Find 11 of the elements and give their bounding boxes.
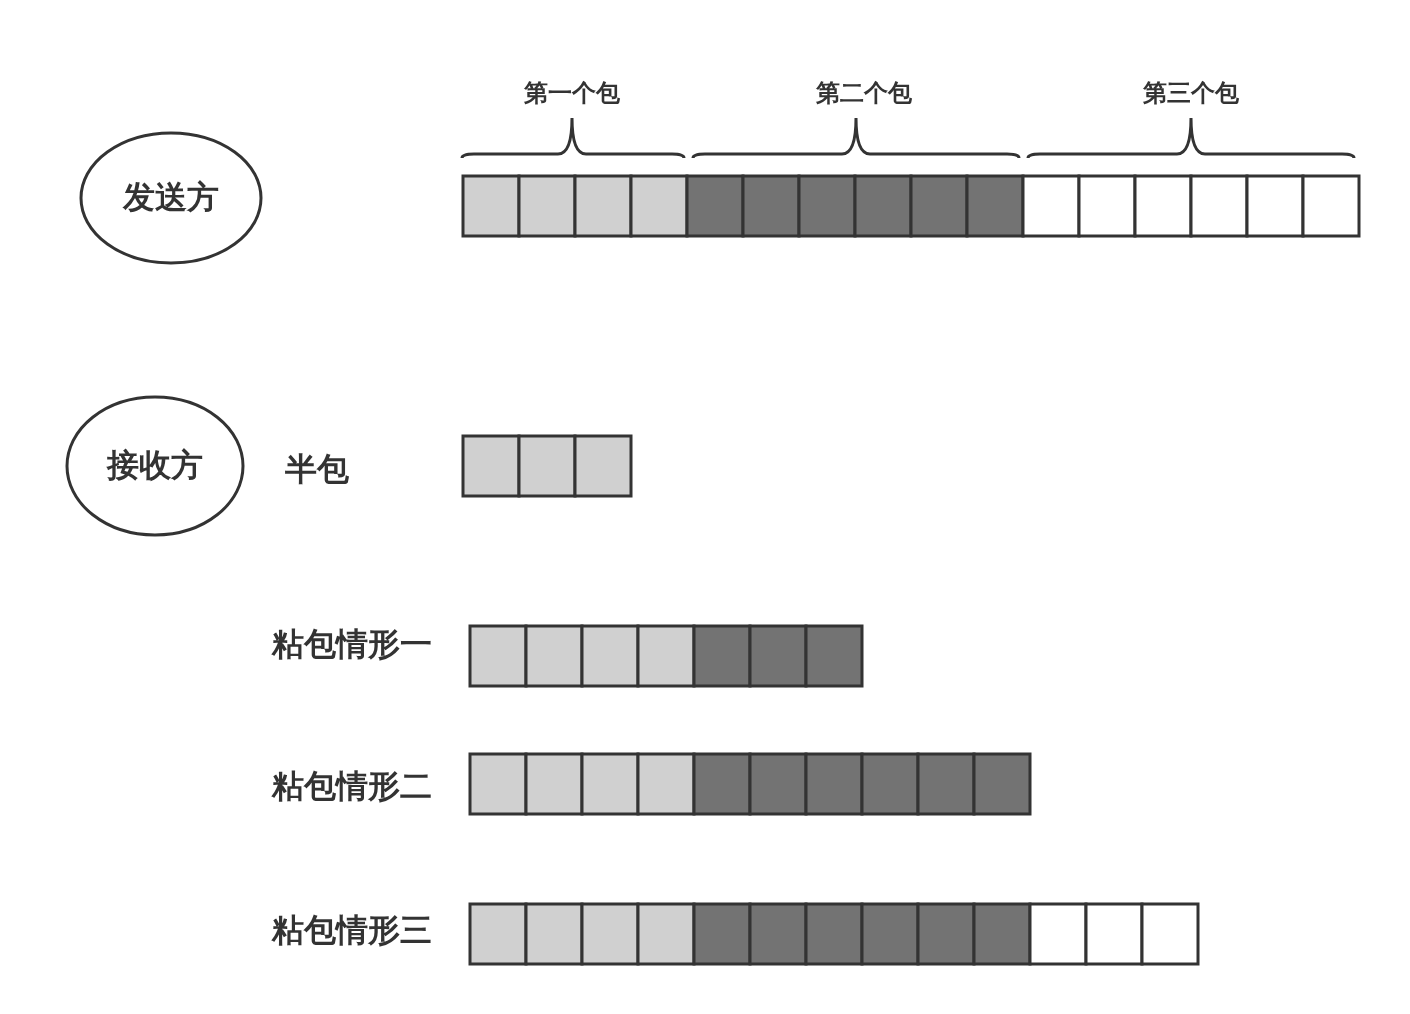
ellipse-node [79, 131, 263, 265]
row-label: 粘包情形一 [272, 624, 432, 665]
brace-label: 第二个包 [816, 78, 912, 109]
node-label: 发送方 [123, 177, 219, 218]
brace-label: 第三个包 [1143, 78, 1239, 109]
row-label: 粘包情形三 [272, 910, 432, 951]
ellipse-node [65, 395, 245, 537]
brace-label: 第一个包 [524, 78, 620, 109]
row-label: 粘包情形二 [272, 766, 432, 807]
node-label: 接收方 [107, 445, 203, 486]
row-label: 半包 [285, 449, 349, 490]
